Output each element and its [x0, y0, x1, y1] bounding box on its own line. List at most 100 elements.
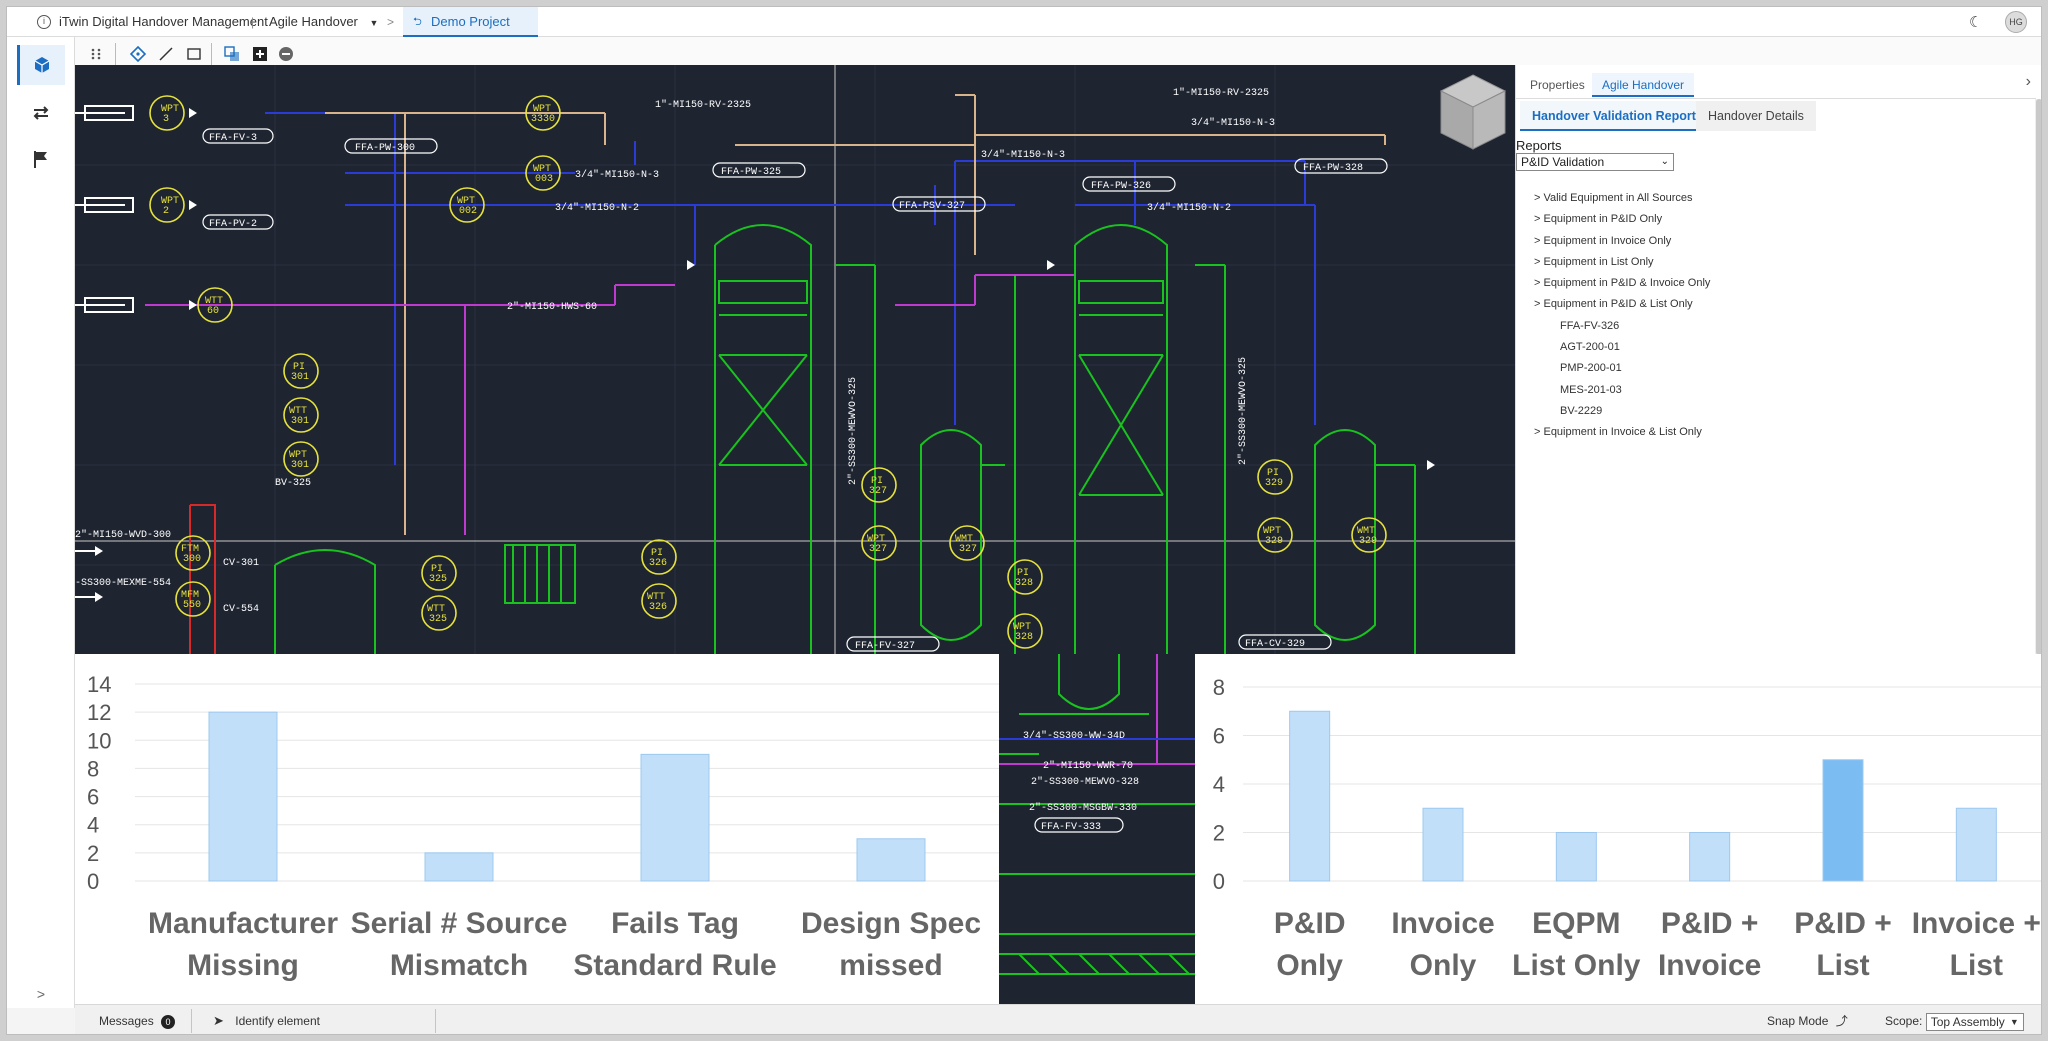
messages-button[interactable]: Messages 0: [99, 1005, 176, 1034]
tree-leaf-item[interactable]: BV-2229: [1560, 404, 1603, 417]
y-tick-label: 6: [87, 785, 99, 810]
svg-text:PI: PI: [293, 362, 305, 373]
bar[interactable]: [1689, 832, 1731, 882]
svg-text:3: 3: [163, 114, 169, 125]
line-tool-button[interactable]: [155, 43, 177, 65]
tree-group-item[interactable]: > Equipment in P&ID Only: [1534, 213, 1663, 226]
svg-text:PI: PI: [871, 476, 883, 487]
svg-text:WPT: WPT: [533, 104, 551, 115]
category-label: Standard Rule: [573, 949, 776, 982]
flag-icon: [34, 151, 47, 168]
bar[interactable]: [1822, 759, 1864, 882]
y-tick-label: 12: [87, 700, 111, 725]
bar[interactable]: [1422, 807, 1464, 882]
category-label: Invoice +: [1912, 907, 2041, 940]
svg-text:WPT: WPT: [161, 104, 179, 115]
category-label: P&ID +: [1794, 907, 1892, 940]
category-label: EQPM: [1532, 907, 1620, 940]
svg-text:325: 325: [429, 614, 447, 625]
svg-text:FFA-PW-300: FFA-PW-300: [355, 143, 415, 154]
tree-leaf-item[interactable]: PMP-200-01: [1560, 362, 1622, 375]
rectangle-tool-button[interactable]: [183, 43, 205, 65]
tree-leaf-item[interactable]: AGT-200-01: [1560, 341, 1620, 354]
bar[interactable]: [640, 753, 710, 882]
snap-mode-label: Snap Mode: [1767, 1014, 1829, 1028]
messages-count-badge: 0: [161, 1014, 176, 1029]
report-select[interactable]: P&ID Validation ⌄: [1516, 153, 1674, 171]
svg-text:WTT: WTT: [205, 296, 223, 307]
project-title: Demo Project: [431, 14, 510, 29]
swap-button[interactable]: [17, 93, 65, 133]
app-window: i iTwin Digital Handover Management | Ag…: [6, 6, 2042, 1035]
tree-group-item[interactable]: > Valid Equipment in All Sources: [1534, 192, 1693, 204]
category-label: Design Spec: [801, 907, 981, 940]
svg-text:003: 003: [535, 174, 553, 185]
category-label: Mismatch: [390, 949, 528, 982]
remove-tool-button[interactable]: [275, 43, 297, 65]
view-cube-icon[interactable]: [1433, 65, 1513, 165]
tree-leaf-item[interactable]: FFA-FV-326: [1560, 319, 1620, 332]
category-label: List Only: [1512, 949, 1641, 982]
subtab-validation-report[interactable]: Handover Validation Report: [1520, 101, 1708, 131]
tree-group-item[interactable]: > Equipment in P&ID & List Only: [1534, 298, 1693, 311]
toolbar-divider: [211, 43, 212, 65]
bar[interactable]: [1555, 832, 1597, 882]
tab-agile-handover[interactable]: Agile Handover: [1592, 73, 1695, 97]
tree-group-item[interactable]: > Equipment in List Only: [1534, 255, 1654, 268]
dark-mode-icon[interactable]: ☾: [1969, 14, 1983, 31]
tree-group-item[interactable]: > Equipment in Invoice & List Only: [1534, 426, 1702, 439]
tree-leaf-item[interactable]: MES-201-03: [1560, 383, 1622, 396]
svg-text:326: 326: [649, 558, 667, 569]
scope-label: Scope:: [1885, 1014, 1923, 1028]
svg-text:3/4"-MI150-N-3: 3/4"-MI150-N-3: [981, 149, 1065, 161]
svg-text:326: 326: [649, 602, 667, 613]
bar[interactable]: [208, 711, 278, 882]
bar[interactable]: [856, 838, 926, 882]
svg-text:FFA-FV-333: FFA-FV-333: [1041, 822, 1101, 833]
chevron-down-icon: ▼: [369, 18, 379, 28]
add-tool-button[interactable]: [249, 43, 271, 65]
chevron-down-icon: ⌄: [1660, 156, 1669, 167]
svg-text:60: 60: [207, 306, 219, 317]
tab-properties[interactable]: Properties: [1530, 78, 1585, 92]
drag-handle-icon[interactable]: [85, 43, 107, 65]
svg-text:WPT: WPT: [161, 196, 179, 207]
breadcrumb-project[interactable]: ⮌ Demo Project: [403, 7, 538, 37]
models-button[interactable]: [17, 45, 65, 85]
scrollbar-thumb[interactable]: [2036, 99, 2041, 655]
select-tool-button[interactable]: [127, 43, 149, 65]
scope-select[interactable]: Top Assembly ▼: [1925, 1012, 2024, 1031]
snap-mode-button[interactable]: Snap Mode ⤴: [1767, 1005, 1848, 1034]
tree-group-item[interactable]: > Equipment in P&ID & Invoice Only: [1534, 277, 1711, 290]
svg-text:327: 327: [869, 486, 887, 497]
group-tool-button[interactable]: [221, 43, 243, 65]
select-icon: [129, 45, 147, 63]
collapse-panel-chevron-icon[interactable]: ›: [2025, 73, 2031, 90]
flag-button[interactable]: [17, 139, 65, 179]
bar[interactable]: [1955, 807, 1997, 882]
panel-scrollbar[interactable]: [2035, 99, 2041, 655]
category-label: Only: [1276, 949, 1343, 982]
bar[interactable]: [424, 852, 494, 882]
expand-nav-chevron-icon[interactable]: >: [36, 986, 46, 1002]
tree-group-item[interactable]: > Equipment in Invoice Only: [1534, 234, 1672, 247]
chevron-down-icon: ▼: [2009, 1016, 2019, 1027]
subtab-handover-details[interactable]: Handover Details: [1696, 101, 1816, 131]
scope-control: Scope: Top Assembly ▼: [1885, 1005, 2024, 1034]
svg-text:WTT: WTT: [647, 592, 665, 603]
svg-text:WPT: WPT: [457, 196, 475, 207]
svg-text:325: 325: [429, 574, 447, 585]
category-label: Fails Tag: [611, 907, 739, 940]
svg-text:3/4"-SS300-WW-34D: 3/4"-SS300-WW-34D: [1023, 730, 1125, 742]
breadcrumb-module[interactable]: Agile Handover ▼: [269, 7, 378, 37]
bar[interactable]: [1289, 710, 1331, 882]
svg-text:WMT: WMT: [1357, 526, 1375, 537]
avatar[interactable]: HG: [2005, 11, 2027, 33]
info-icon: i: [37, 15, 51, 29]
identify-element-button[interactable]: ➤ Identify element: [213, 1005, 320, 1034]
breadcrumb-app[interactable]: i iTwin Digital Handover Management: [37, 7, 268, 37]
report-tree: > Valid Equipment in All Sources > Equipm…: [1534, 188, 1710, 444]
